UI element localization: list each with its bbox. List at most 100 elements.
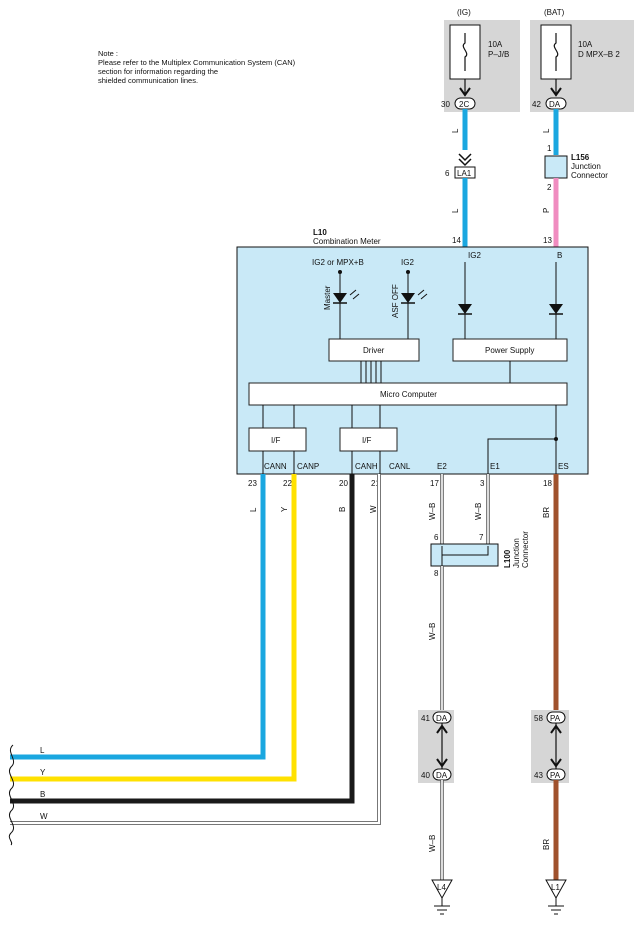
led-master-supply: IG2 or MPX+B <box>312 258 364 267</box>
terminal-canh: CANH <box>355 462 378 471</box>
wire-ig-lower-color: L <box>451 208 460 213</box>
pa-bottom-label: PA <box>550 771 561 780</box>
ground-l4-label: L4 <box>437 883 446 892</box>
l100-pin7: 7 <box>479 533 484 542</box>
pa-top-label: PA <box>550 714 561 723</box>
note-line-4: shielded communication lines. <box>98 76 198 85</box>
pa-top-pin: 58 <box>534 714 543 723</box>
l100-pin8: 8 <box>434 569 439 578</box>
wire-canl-outer <box>10 474 381 825</box>
led-master-rays <box>349 289 360 300</box>
note: Note : Please refer to the Multiplex Com… <box>98 49 296 85</box>
note-line-2: Please refer to the Multiplex Communicat… <box>98 58 296 67</box>
pin-cann: 23 <box>248 479 257 488</box>
wire-cann-color: L <box>249 507 258 512</box>
terminal-es: ES <box>558 462 569 471</box>
wire-cann <box>10 474 266 760</box>
la1-label: LA1 <box>457 169 472 178</box>
l100-line2: Connector <box>521 531 530 568</box>
terminal-e1: E1 <box>490 462 500 471</box>
wire-ig-upper-color: L <box>451 128 460 133</box>
da-top-pin: 41 <box>421 714 430 723</box>
wire-canh <box>10 474 355 804</box>
led-asf-diode <box>401 293 415 303</box>
micro-computer-label: Micro Computer <box>380 390 437 399</box>
ground-l1-icon <box>548 898 564 915</box>
bus-label-l: L <box>40 746 45 755</box>
wire-e2-lower-color: W–B <box>428 623 437 640</box>
ground-l1-triangle <box>545 879 567 900</box>
ground-l4-icon <box>434 898 450 915</box>
l156-connector <box>544 155 568 179</box>
pin-es: 18 <box>543 479 552 488</box>
e1-internal <box>487 438 556 474</box>
combination-meter: L10 Combination Meter 14 13 IG2 B IG2 or… <box>236 228 589 475</box>
bus-break <box>8 744 15 846</box>
fuse-bat-connector-label: DA <box>549 100 561 109</box>
bus-label-b: B <box>40 790 45 799</box>
note-line-1: Note : <box>98 49 118 58</box>
fuse-ig: (IG) 10A P–J/B 2C 30 <box>441 8 520 112</box>
wire-bat-upper-color: L <box>542 128 551 133</box>
ground-l1-label: L1 <box>551 883 560 892</box>
l100-line1: Junction <box>512 538 521 568</box>
l100-code: L100 <box>503 549 512 568</box>
ground-wires-wb: W–B W–B 6 7 8 L100 Junction Connector W–… <box>418 474 530 915</box>
wire-canp-color: Y <box>280 506 289 512</box>
terminal-cann: CANN <box>264 462 287 471</box>
wire-canh-color: B <box>338 507 347 512</box>
meter-label-b: B <box>557 251 562 260</box>
wire-es-bottom-color: BR <box>542 839 551 850</box>
la1-arrow <box>458 153 472 167</box>
fuse-ig-source: (IG) <box>457 8 471 17</box>
l156-line2: Connector <box>571 171 608 180</box>
meter-code: L10 <box>313 228 327 237</box>
pin-e1: 3 <box>480 479 485 488</box>
if-links <box>262 405 381 428</box>
ground-wire-es: BR PA 58 PA 43 BR L1 <box>531 474 569 915</box>
da-bottom-pin: 40 <box>421 771 430 780</box>
fuse-bat: (BAT) 10A D MPX–B 2 DA 42 <box>530 8 634 112</box>
pin-canh: 20 <box>339 479 348 488</box>
bus-label-y: Y <box>40 768 46 777</box>
driver-box <box>328 338 420 362</box>
l156-line1: Junction <box>571 162 601 171</box>
meter-pins: 23 22 20 21 17 3 18 <box>248 479 552 488</box>
note-line-3: section for information regarding the <box>98 67 218 76</box>
fuse-bat-amp: 10A <box>578 40 593 49</box>
pin-canp: 22 <box>283 479 292 488</box>
l100-pin6: 6 <box>434 533 439 542</box>
wire-e1-color: W–B <box>474 503 483 520</box>
wire-e2-bottom-color: W–B <box>428 835 437 852</box>
fuse-bat-symbol <box>553 33 559 71</box>
meter-pin-b: 13 <box>543 236 552 245</box>
fuse-ig-pin: 30 <box>441 100 450 109</box>
wire-canl-color: W <box>369 505 378 513</box>
wire-e2-color: W–B <box>428 503 437 520</box>
da-top-label: DA <box>436 714 448 723</box>
fuse-ig-symbol <box>462 33 468 71</box>
pa-arrows <box>550 724 562 768</box>
ground-l4-triangle <box>431 879 453 900</box>
fuse-ig-arrow <box>459 87 471 97</box>
terminal-canp: CANP <box>297 462 319 471</box>
pin-e2: 17 <box>430 479 439 488</box>
wire-canp <box>10 474 297 782</box>
wire-es-color: BR <box>542 507 551 518</box>
driver-label: Driver <box>363 346 385 355</box>
pin-canl: 21 <box>371 479 380 488</box>
if2-label: I/F <box>362 436 371 445</box>
l100-bridge <box>441 546 489 556</box>
power-supply-label: Power Supply <box>485 346 534 355</box>
fuse-bat-arrow <box>550 87 562 97</box>
meter-name: Combination Meter <box>313 237 381 246</box>
led-asf-rays <box>417 289 428 300</box>
l156-code: L156 <box>571 153 590 162</box>
led-asf-label: ASF OFF <box>391 284 400 318</box>
l156-pin-top: 1 <box>547 144 552 153</box>
led-master-label: Master <box>323 285 332 310</box>
micro-computer-box <box>248 382 568 406</box>
can-wires: L Y B W L Y B W <box>8 474 381 846</box>
meter-label-ig2: IG2 <box>468 251 481 260</box>
